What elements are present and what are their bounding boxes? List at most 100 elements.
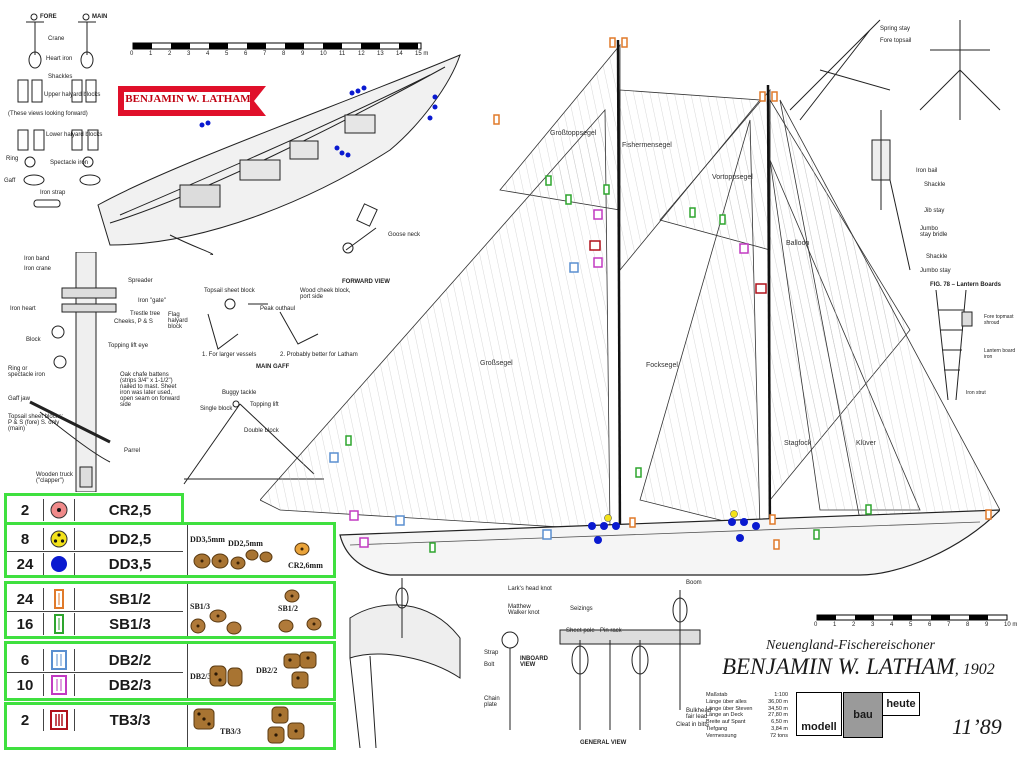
legend-divider	[7, 551, 183, 552]
label-sheet-pole: Sheet pole	[566, 628, 595, 634]
label-strap: Strap	[484, 650, 499, 656]
single-block-photos	[190, 589, 322, 635]
label-wood-cheek: Wood cheek block, port side	[300, 288, 351, 300]
photo-label: DD2,5mm	[228, 539, 263, 548]
legend-divider	[7, 611, 183, 612]
label-shackle-1: Shackle	[924, 182, 946, 188]
scale-top-tick: 10	[320, 51, 327, 57]
legend-photo-db: DB2/3 DB2/2	[187, 644, 334, 698]
halyard-blocks-drawing	[17, 13, 101, 208]
yellow-circle-icon	[43, 528, 75, 550]
banner-title: BENJAMIN W. LATHAM	[125, 93, 251, 105]
label-walker-knot: Matthew Walker knot	[508, 604, 540, 616]
label-bolt: Bolt	[484, 662, 495, 668]
scale-top-tick: 15 m	[415, 51, 429, 57]
halyard-detail: FORE MAIN Crane Heart iron Shackles Uppe…	[0, 10, 120, 210]
legend-photo-sb: SB1/3 SB1/2	[187, 584, 334, 636]
ship-subtitle: Neuengland-Fischereischoner	[766, 638, 935, 653]
label-iron-strut: Iron strut	[966, 390, 986, 396]
label-larger-vessels: 1. For larger vessels	[202, 352, 257, 358]
scale-top-ticks: 0 1 2 3 4 5 6 7 8 9 10 11 12 13 14 15 m	[130, 51, 434, 57]
double-block-photos	[209, 651, 317, 689]
gaff-drawing	[207, 298, 319, 350]
markers-magenta	[349, 209, 749, 548]
scale-top-tick: 6	[244, 51, 248, 57]
legend-count: 2	[20, 711, 30, 729]
label-upper-halyard: Upper halyard blocks	[44, 92, 101, 98]
label-oak-chafe: Oak chafe battens (strips 3/4" x 1-1/2")…	[120, 372, 180, 408]
legend-row: 24 SB1/2	[7, 587, 185, 611]
legend-photo-tb: TB3/3	[187, 705, 334, 747]
scale-bottom-tick: 1	[833, 622, 837, 628]
blue-circle-icon	[43, 553, 75, 575]
label-iron-bail: Iron bail	[916, 168, 938, 174]
label-topping-lift: Topping lift	[250, 402, 279, 408]
pin-rack-detail: Lark's head knot Matthew Walker knot Sei…	[480, 580, 720, 750]
deck-perspective-drawing	[97, 54, 461, 255]
scale-top-tick: 5	[225, 51, 229, 57]
label-gaff-jaw: Gaff jaw	[8, 396, 30, 402]
photo-label: TB3/3	[220, 727, 241, 736]
scale-bar-bottom-graphic	[816, 614, 1008, 621]
label-topping-eye: Topping lift eye	[108, 343, 149, 349]
scale-bar-top: 0 1 2 3 4 5 6 7 8 9 10 11 12 13 14 15 m	[130, 42, 434, 62]
label-block: Block	[26, 337, 41, 343]
legend-group-sb: 24 SB1/2 16 SB1/3 SB1/3 SB1/2	[4, 581, 336, 639]
photo-label: DD3,5mm	[190, 535, 225, 544]
label-general-view: GENERAL VIEW	[580, 740, 627, 746]
pin-rack-drawing	[501, 590, 701, 730]
label-lower-halyard: Lower halyard blocks	[46, 132, 103, 138]
sail-label-fishermen: Fishermensegel	[622, 142, 672, 149]
legend-row: 10 DB2/3	[7, 673, 185, 697]
scale-top-tick: 3	[187, 51, 191, 57]
green-block-icon	[43, 613, 75, 635]
legend-code: DD2,5	[108, 530, 152, 548]
orange-block-icon	[43, 588, 75, 610]
label-cheeks: Cheeks, P & S	[114, 319, 153, 325]
label-trestle: Trestle tree	[130, 311, 161, 317]
label-double-block: Double block	[244, 428, 279, 434]
legend-count: 8	[20, 530, 30, 548]
red-triple-block-icon	[43, 709, 75, 731]
blue-double-block-icon	[43, 649, 75, 671]
legend-divider	[7, 672, 183, 673]
photo-label: DB2/3	[190, 672, 212, 681]
sail-label-kluever: Klüver	[856, 440, 876, 447]
markers-orange	[493, 37, 992, 550]
label-seizings: Seizings	[570, 606, 593, 612]
scale-top-tick: 8	[282, 51, 286, 57]
scale-bottom-tick: 10 m	[1004, 622, 1018, 628]
label-main: MAIN	[92, 14, 108, 20]
legend-row: 24 DD3,5	[7, 552, 185, 576]
label-parrel: Parrel	[124, 448, 141, 454]
triple-block-photos	[193, 706, 305, 744]
legend-code: CR2,5	[108, 501, 152, 519]
sail-label-balloon: Balloon	[786, 240, 810, 247]
name-banner	[118, 86, 266, 116]
photo-label: SB1/3	[190, 602, 211, 611]
sail-label-stagfock: Stagfock	[784, 440, 812, 447]
label-wooden-truck: Wooden truck ("clapper")	[36, 472, 73, 484]
scale-top-tick: 14	[396, 51, 403, 57]
scale-top-tick: 0	[130, 51, 134, 57]
label-larks-head: Lark's head knot	[508, 586, 552, 592]
sail-label-grosstopp: Großtoppsegel	[550, 130, 597, 137]
legend-group-db: 6 DB2/2 10 DB2/3 DB2/3 DB2/2	[4, 641, 336, 701]
scale-bottom-tick: 2	[852, 622, 856, 628]
legend-code: DD3,5	[108, 555, 152, 573]
scale-top-tick: 11	[339, 51, 346, 57]
sail-label-vortopp: Vortoppsegel	[712, 174, 753, 181]
scale-top-tick: 1	[149, 51, 153, 57]
legend-code: TB3/3	[109, 711, 151, 729]
scale-top-tick: 9	[301, 51, 305, 57]
scale-bottom-tick: 5	[909, 622, 913, 628]
label-spectacle: Spectacle iron	[50, 160, 89, 166]
legend-photo-dd: DD3,5mm DD2,5mm CR2,6mm	[187, 525, 334, 575]
label-shackle-2: Shackle	[926, 254, 948, 260]
